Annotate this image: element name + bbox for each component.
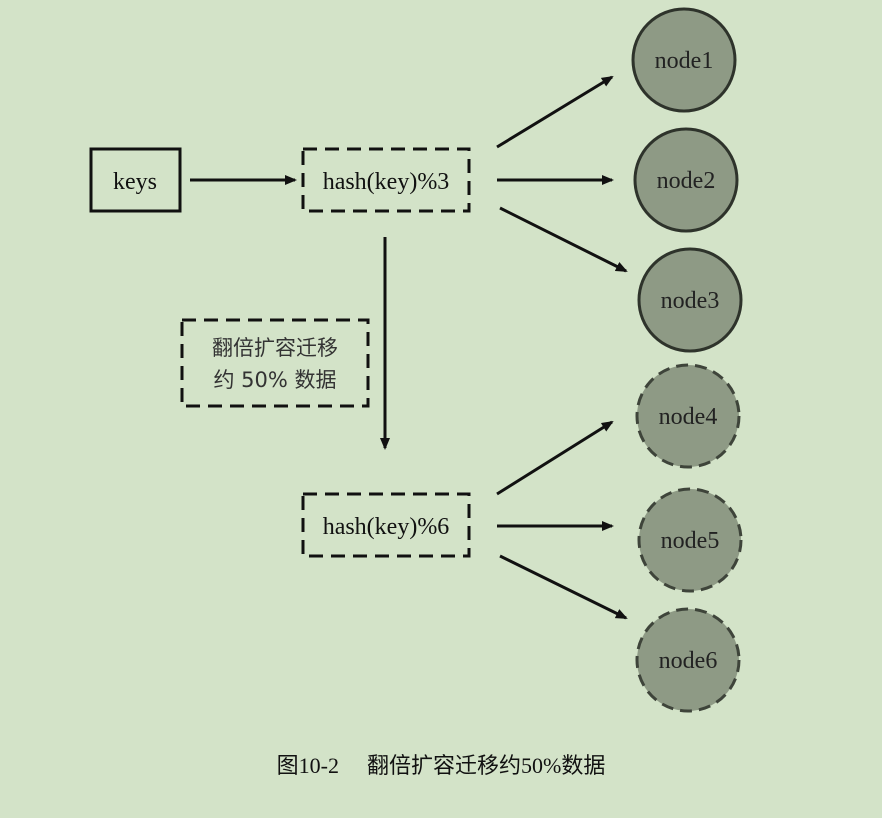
arrow-to-node1 xyxy=(496,75,614,149)
node-5: node5 xyxy=(637,487,743,593)
hash-mod6-border xyxy=(301,492,471,558)
node-1-circle xyxy=(631,7,737,113)
keys-box-border xyxy=(89,147,182,213)
node-4: node4 xyxy=(635,363,741,469)
node-5-label: node5 xyxy=(661,528,720,554)
node-1: node1 xyxy=(631,7,737,113)
migration-note: 翻倍扩容迁移 约 50% 数据 xyxy=(180,318,370,408)
hash-mod3-box: hash(key)%3 xyxy=(301,147,471,213)
arrow-to-node4 xyxy=(496,420,614,496)
migration-note-border xyxy=(180,318,370,408)
node-4-circle xyxy=(635,363,741,469)
keys-box: keys xyxy=(89,147,182,213)
node-6: node6 xyxy=(635,607,741,713)
arrow-to-node6 xyxy=(499,554,628,620)
hash-mod3-border xyxy=(301,147,471,213)
migration-note-line2: 约 50% 数据 xyxy=(213,368,336,392)
arrow-to-node3 xyxy=(499,206,628,273)
node-3: node3 xyxy=(637,247,743,353)
node-6-circle xyxy=(635,607,741,713)
node-1-label: node1 xyxy=(655,48,714,74)
node-6-label: node6 xyxy=(659,648,718,674)
node-4-label: node4 xyxy=(659,404,718,430)
hash-mod6-box: hash(key)%6 xyxy=(301,492,471,558)
hash-mod6-label: hash(key)%6 xyxy=(323,514,450,540)
figure-caption-text: 翻倍扩容迁移约50%数据 xyxy=(367,753,606,778)
node-2: node2 xyxy=(633,127,739,233)
keys-label: keys xyxy=(113,169,157,195)
figure-caption: 图10-2 翻倍扩容迁移约50%数据 xyxy=(0,748,882,780)
migration-note-line1: 翻倍扩容迁移 xyxy=(212,336,338,360)
node-2-circle xyxy=(633,127,739,233)
hash-mod3-label: hash(key)%3 xyxy=(323,169,450,195)
node-3-circle xyxy=(637,247,743,353)
node-5-circle xyxy=(637,487,743,593)
figure-number: 图10-2 xyxy=(276,753,339,778)
node-2-label: node2 xyxy=(657,168,716,194)
node-3-label: node3 xyxy=(661,288,720,314)
